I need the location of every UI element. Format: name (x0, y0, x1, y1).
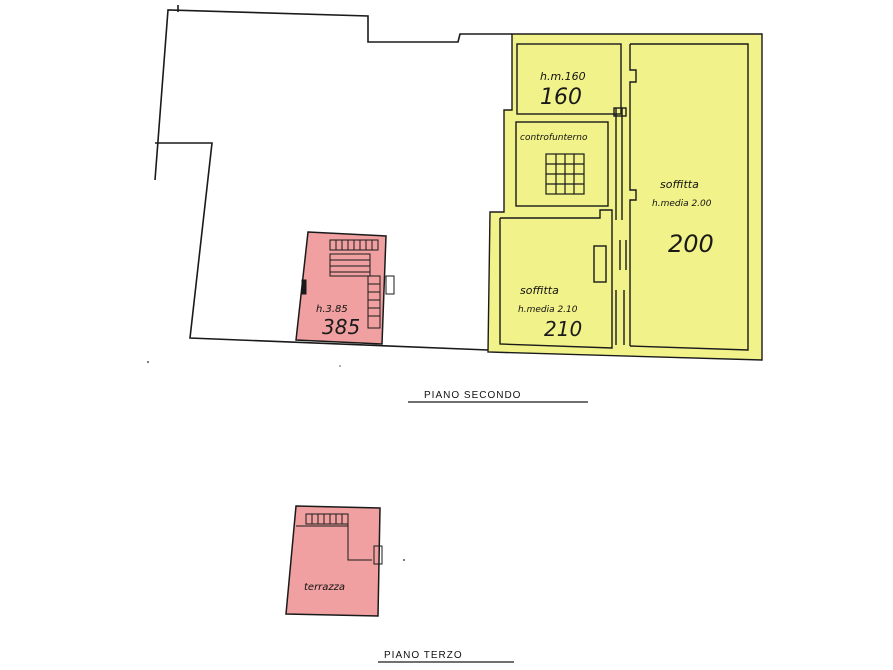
stair-room-second (295, 231, 395, 345)
attic-lower-height-big: 210 (544, 317, 582, 341)
scan-specks (147, 361, 405, 561)
terrace-room-third (285, 505, 383, 617)
attic-right-height-big: 200 (668, 230, 714, 258)
center-room-label: controfunterno (520, 133, 588, 143)
room-top-left-height-small: h.m.160 (540, 70, 586, 83)
attic-area-yellow (487, 33, 763, 361)
second-floor-outline (154, 5, 512, 351)
yellow-attic-block (487, 33, 763, 361)
attic-lower-height-note: h.media 2.10 (518, 305, 578, 315)
stair-room-height-small: h.3.85 (316, 304, 348, 315)
attic-inner-walls (499, 43, 749, 351)
terrace-label: terrazza (304, 582, 345, 593)
attic-lower-label: soffitta (520, 284, 559, 297)
center-grid-hatch (545, 153, 585, 195)
second-floor-title: PIANO SECONDO (424, 390, 521, 401)
stair-room-height-big: 385 (322, 315, 360, 339)
attic-right-height-note: h.media 2.00 (652, 199, 712, 209)
staircase-treads (301, 239, 395, 329)
room-top-left-height-big: 160 (540, 85, 582, 110)
terrace-staircase (296, 513, 383, 565)
attic-right-label: soffitta (660, 178, 699, 191)
terrace-room-red (285, 505, 381, 617)
third-floor-title: PIANO TERZO (384, 650, 463, 661)
